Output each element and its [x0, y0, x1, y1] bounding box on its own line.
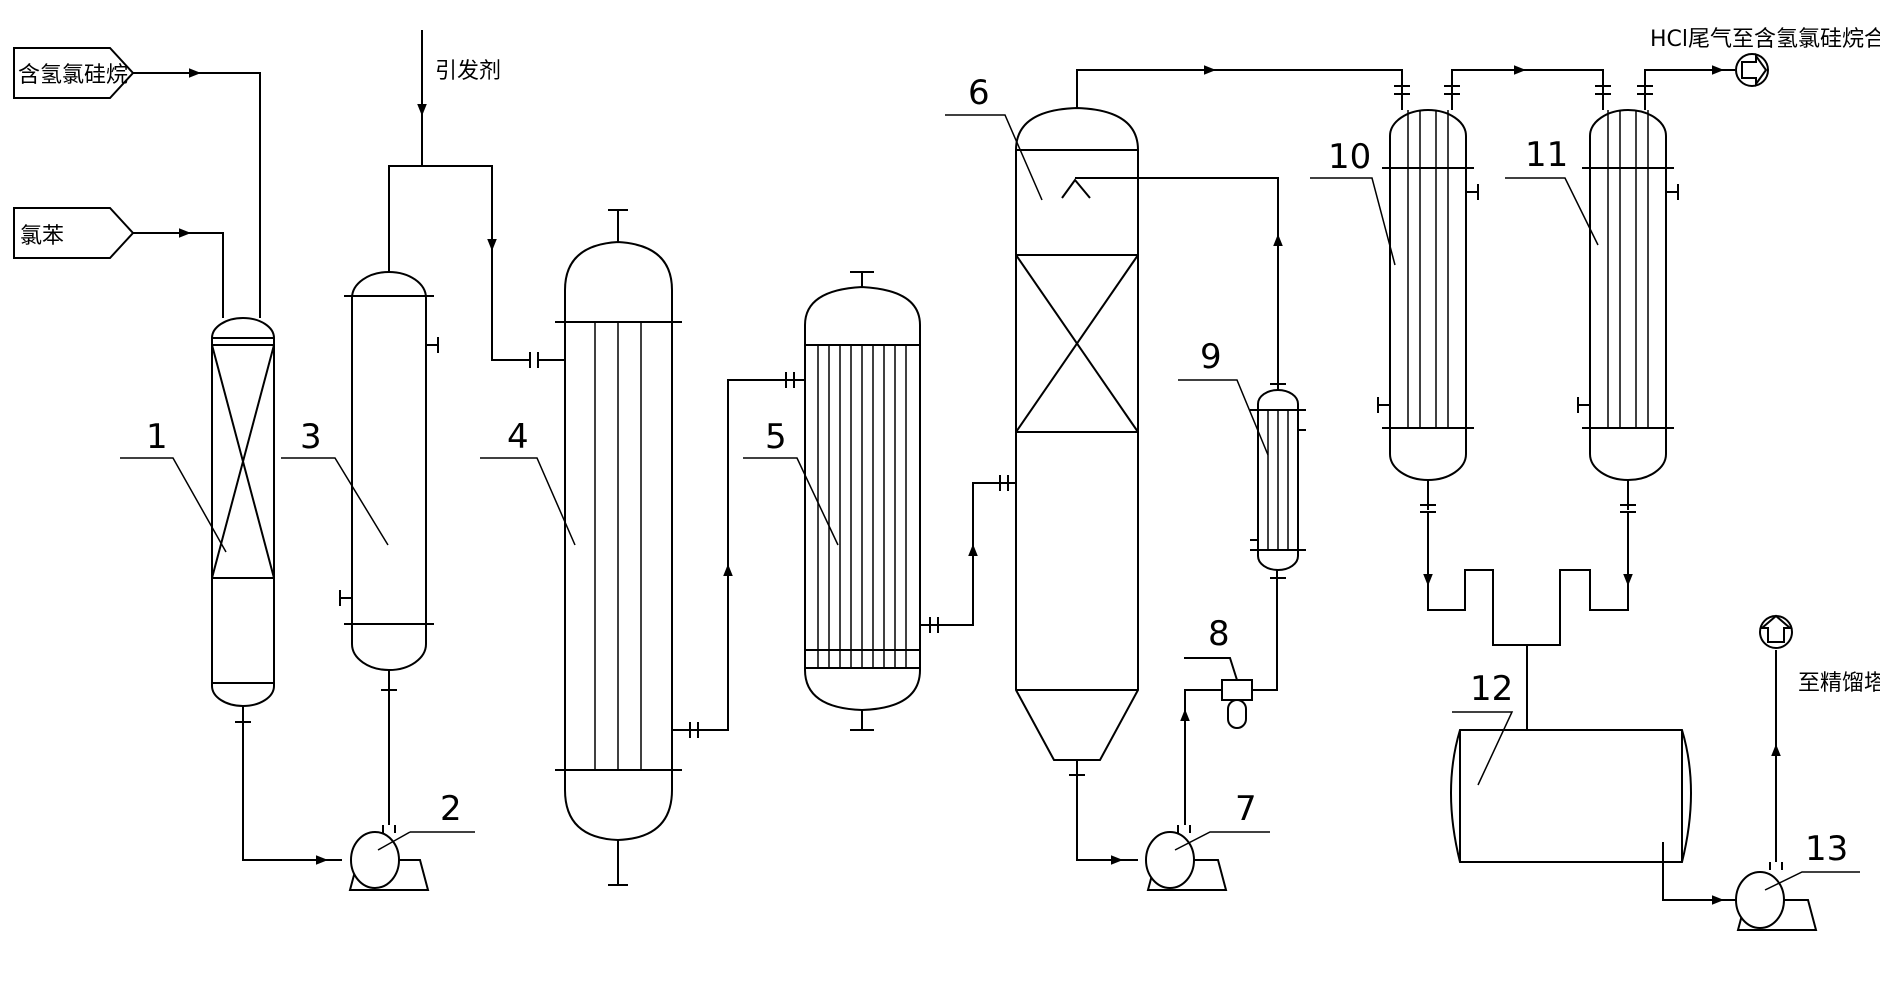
- equipment-8-flowmeter: [1184, 657, 1253, 729]
- rectification-outlet-icon: [1759, 614, 1793, 649]
- label-13: 13: [1805, 829, 1848, 869]
- cond10-to-cond11-line: [1451, 69, 1604, 110]
- equipment-3-vessel: [339, 271, 439, 691]
- equipment-11-condenser: [1577, 109, 1679, 513]
- equipment-10-condenser: [1377, 109, 1479, 513]
- label-8: 8: [1208, 614, 1230, 654]
- equipment-12-tank: [1450, 729, 1692, 863]
- label-1: 1: [146, 417, 168, 457]
- label-9: 9: [1200, 337, 1222, 377]
- to-rectification-label: 至精馏塔: [1798, 671, 1880, 696]
- chlorobenzene-feed-line: [133, 232, 224, 318]
- label-7: 7: [1235, 789, 1257, 829]
- equipment-5-exchanger: [804, 271, 921, 731]
- label-12: 12: [1470, 669, 1513, 709]
- equipment-6-tower: [1015, 106, 1139, 776]
- label-3: 3: [300, 417, 322, 457]
- col1-bottom-line: [242, 722, 342, 861]
- label-11: 11: [1525, 135, 1568, 175]
- col6-bottom-line: [1076, 775, 1138, 861]
- input-initiator-label: 引发剂: [435, 59, 501, 84]
- hcl-offgas-label: HCl尾气至含氢氯硅烷合成: [1650, 27, 1880, 52]
- hydrochlorosilane-feed-line: [133, 72, 261, 318]
- input-hydrochlorosilane: 含氢氯硅烷: [13, 47, 135, 99]
- fm8-to-ex9-line: [1252, 570, 1278, 691]
- input-chlorobenzene: 氯苯: [13, 207, 135, 259]
- label-5: 5: [765, 417, 787, 457]
- input-hydrochlorosilane-label: 含氢氯硅烷: [18, 63, 128, 88]
- ex5-to-col6-line: [920, 482, 1012, 626]
- label-6: 6: [968, 73, 990, 113]
- initiator-line: [388, 165, 530, 361]
- equipment-2-pump: [348, 825, 430, 891]
- equipment-4-exchanger: [555, 209, 682, 886]
- label-4: 4: [507, 417, 529, 457]
- equipment-1-reactor-column: [211, 317, 275, 723]
- label-10: 10: [1328, 137, 1371, 177]
- pump7-discharge: [1184, 689, 1222, 825]
- col6-overhead-line: [1076, 69, 1403, 110]
- equipment-9-exchanger: [1250, 383, 1306, 579]
- ex4-to-ex5-line: [672, 379, 790, 731]
- condensate-manifold: [1427, 512, 1629, 646]
- offgas-outlet-icon: [1735, 52, 1769, 88]
- input-chlorobenzene-label: 氯苯: [20, 224, 64, 249]
- equipment-7-pump: [1145, 825, 1228, 891]
- ex9-to-col6-reflux: [1075, 177, 1279, 390]
- label-2: 2: [440, 789, 462, 829]
- cond11-offgas-line: [1644, 69, 1735, 110]
